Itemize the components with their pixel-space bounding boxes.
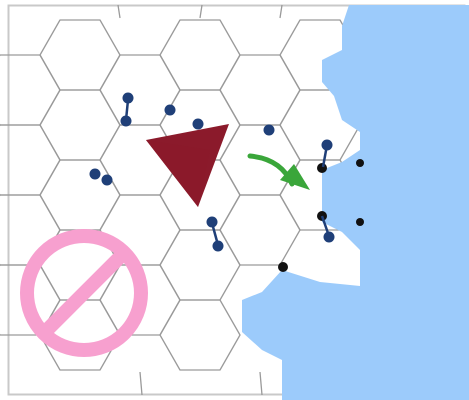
molecule-atom bbox=[193, 119, 204, 130]
molecule-atom bbox=[123, 93, 134, 104]
molecule-atom bbox=[165, 105, 176, 116]
edge-atom bbox=[317, 163, 327, 173]
molecule-atom bbox=[121, 116, 132, 127]
molecule-atom bbox=[207, 217, 218, 228]
molecule-atom bbox=[264, 125, 275, 136]
molecule-atom bbox=[322, 140, 333, 151]
molecule-atom bbox=[324, 232, 335, 243]
molecule-atom bbox=[213, 241, 224, 252]
edge-atom bbox=[278, 262, 288, 272]
edge-atom bbox=[356, 159, 364, 167]
molecule-atom bbox=[102, 175, 113, 186]
molecule-atom bbox=[90, 169, 101, 180]
edge-atom bbox=[356, 218, 364, 226]
